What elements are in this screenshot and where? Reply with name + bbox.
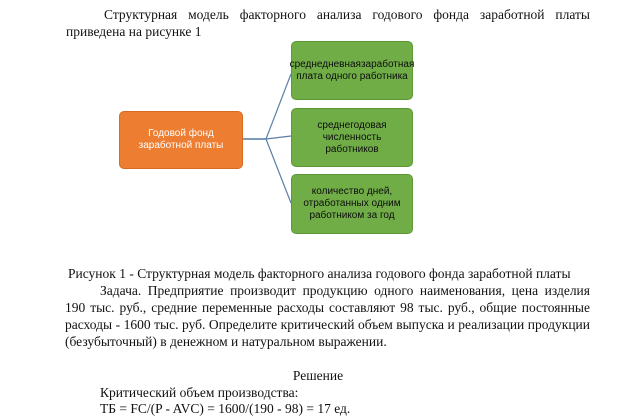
factor-box-label: среднедневнаязаработная плата одного раб… <box>289 58 415 82</box>
task-line-1: Задача. Предприятие производит продукцию… <box>100 283 590 298</box>
connector-to-days-worked <box>243 138 292 204</box>
intro-line-1: Структурная модель факторного анализа го… <box>104 7 590 22</box>
factor-box-days-worked: количество дней, отработанных одним рабо… <box>291 174 413 234</box>
connector-to-daily-wage <box>243 73 292 140</box>
root-box-annual-payroll: Годовой фонд заработной платы <box>119 111 243 169</box>
solution-formula: ТБ = FC/(P - AVC) = 1600/(190 - 98) = 17… <box>100 401 351 416</box>
factor-box-label: количество дней, отработанных одним рабо… <box>303 186 401 221</box>
task-line-2: 190 тыс. руб., средние переменные расход… <box>65 300 590 315</box>
root-box-label: Годовой фонд заработной платы <box>138 128 224 151</box>
task-line-4: (безубыточный) в денежном и натуральном … <box>65 334 387 349</box>
solution-heading: Решение <box>292 368 344 383</box>
figure-caption: Рисунок 1 - Структурная модель факторног… <box>68 266 571 281</box>
task-line-3: расходы - 1600 тыс. руб. Определите крит… <box>65 317 590 332</box>
factor-box-daily-wage: среднедневнаязаработная плата одного раб… <box>289 41 415 100</box>
factor-box-headcount: среднегодовая численность работников <box>291 108 413 167</box>
solution-line-1: Критический объем производства: <box>100 385 299 400</box>
factor-box-label: среднегодовая численность работников <box>317 119 387 155</box>
intro-line-2: приведена на рисунке 1 <box>66 24 202 39</box>
